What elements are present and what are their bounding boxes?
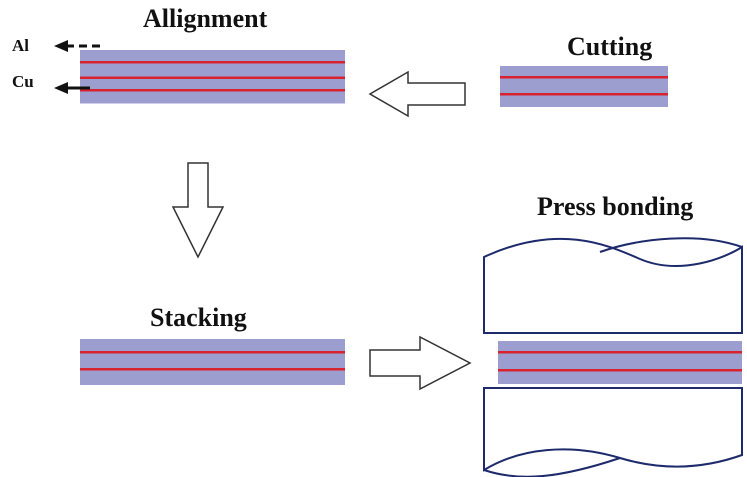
cutting-label: Cutting — [567, 32, 653, 61]
lower-press-roll — [483, 387, 743, 477]
stacking-sheet — [80, 339, 345, 385]
press-sheet — [498, 341, 742, 384]
allignment-label: Allignment — [143, 4, 268, 33]
upper-press-roll — [483, 237, 743, 334]
arrow-down — [171, 162, 225, 259]
aluminum-sheet — [80, 79, 345, 89]
al-label: Al — [12, 36, 29, 55]
allignment-stack — [80, 50, 345, 104]
stacking-label: Stacking — [150, 303, 247, 332]
copper-sheet — [80, 76, 345, 79]
aluminum-sheet — [80, 50, 345, 61]
cu-pointer-arrow — [54, 82, 90, 94]
copper-sheet — [80, 61, 345, 64]
arrow-left — [368, 70, 466, 118]
copper-sheet — [80, 89, 345, 92]
press-bonding-label: Press bonding — [537, 192, 694, 221]
cu-label: Cu — [12, 72, 34, 91]
aluminum-sheet — [80, 63, 345, 77]
arrow-right — [369, 335, 472, 391]
cutting-sheet — [500, 66, 668, 107]
al-pointer-arrow — [54, 40, 104, 52]
aluminum-sheet — [80, 91, 345, 104]
